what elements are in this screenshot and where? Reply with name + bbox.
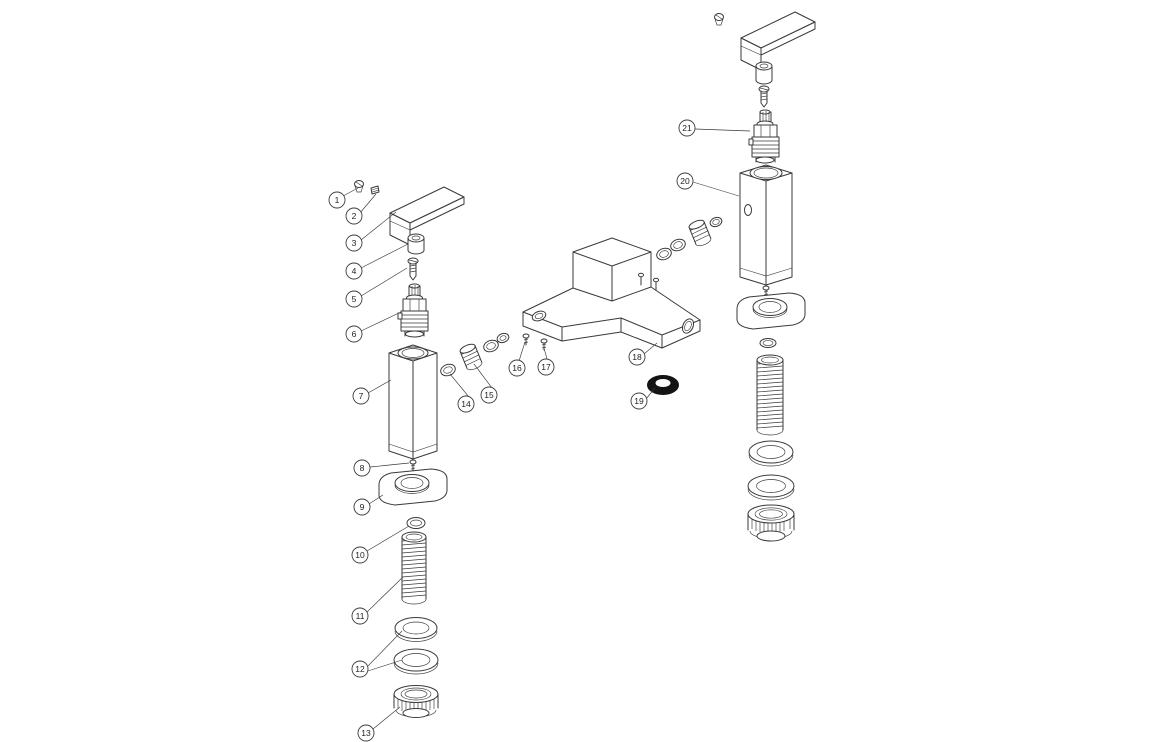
callout-3: 3 <box>345 234 363 252</box>
callout-14: 14 <box>457 395 475 413</box>
deck-pin-a <box>638 272 644 286</box>
body-side-hole <box>744 204 752 216</box>
connector-o-ring-a <box>656 247 672 261</box>
retaining-screw-left <box>522 333 530 346</box>
cartridge-screw <box>407 257 419 281</box>
callout-13: 13 <box>357 724 375 742</box>
left-assembly <box>354 180 465 718</box>
tap-body-column <box>388 344 438 460</box>
right-assembly <box>714 11 816 542</box>
retaining-screw-right <box>540 338 548 351</box>
callout-4: 4 <box>345 262 363 280</box>
threaded-stud-right <box>756 354 784 436</box>
o-ring-seal-right <box>759 338 777 348</box>
small-o-ring <box>496 332 510 344</box>
callout-11: 11 <box>351 607 369 625</box>
callout-label: 19 <box>634 396 644 406</box>
backnut-washers <box>393 617 439 675</box>
callout-label: 13 <box>361 728 371 738</box>
rubber-gasket <box>647 375 679 395</box>
threaded-stud <box>401 531 427 605</box>
deck-pin-b <box>653 277 659 291</box>
callout-12: 12 <box>351 660 369 678</box>
callout-label: 6 <box>352 329 357 339</box>
callout-10: 10 <box>351 546 369 564</box>
leader-lines <box>342 128 751 730</box>
callout-label: 5 <box>352 294 357 304</box>
callout-label: 8 <box>360 463 365 473</box>
mounting-nut <box>393 685 439 718</box>
callout-label: 7 <box>359 391 364 401</box>
callout-label: 2 <box>352 211 357 221</box>
callout-label: 16 <box>512 363 522 373</box>
callout-label: 3 <box>352 238 357 248</box>
handle-cap-right <box>755 61 773 85</box>
callout-20: 20 <box>676 172 694 190</box>
callout-label: 17 <box>541 362 551 372</box>
ceramic-cartridge-right <box>748 109 780 164</box>
callout-label: 14 <box>461 399 471 409</box>
centre-assembly <box>440 237 701 395</box>
callout-label: 18 <box>632 352 642 362</box>
spout-body <box>522 237 701 349</box>
callout-label: 21 <box>682 123 692 133</box>
handle-fixing-screw-right <box>714 13 724 26</box>
handle-cap <box>407 233 425 255</box>
inlet-o-ring <box>440 363 456 377</box>
connector-o-ring-c <box>709 216 723 228</box>
grub-screw <box>370 185 380 195</box>
callout-label: 9 <box>360 502 365 512</box>
callout-18: 18 <box>628 348 646 366</box>
callout-21: 21 <box>678 119 696 137</box>
callout-6: 6 <box>345 325 363 343</box>
callout-5: 5 <box>345 290 363 308</box>
callout-label: 20 <box>680 176 690 186</box>
backnut-washers-right <box>747 440 795 501</box>
callout-9: 9 <box>353 498 371 516</box>
cartridge-screw-right <box>758 85 770 108</box>
base-fixing-screw <box>409 459 417 472</box>
lever-handle-right <box>740 11 816 71</box>
base-plate-right <box>736 292 806 330</box>
right-connector-series <box>656 216 723 261</box>
callout-1: 1 <box>328 191 346 209</box>
threaded-connector <box>459 343 483 371</box>
callout-label: 4 <box>352 266 357 276</box>
ceramic-cartridge <box>397 283 429 338</box>
callout-label: 12 <box>355 664 365 674</box>
callout-19: 19 <box>630 392 648 410</box>
lever-handle <box>389 186 465 246</box>
threaded-connector-right <box>688 219 712 247</box>
callout-2: 2 <box>345 207 363 225</box>
mounting-nut-right <box>747 504 795 542</box>
callout-17: 17 <box>537 358 555 376</box>
callout-15: 15 <box>480 386 498 404</box>
seal-washer <box>483 339 499 353</box>
callout-label: 15 <box>484 390 494 400</box>
callout-7: 7 <box>352 387 370 405</box>
callout-8: 8 <box>353 459 371 477</box>
callout-16: 16 <box>508 359 526 377</box>
callout-label: 1 <box>335 195 340 205</box>
o-ring-seal <box>406 517 426 529</box>
base-plate <box>378 468 448 506</box>
connector-o-ring-b <box>670 238 686 252</box>
callout-label: 11 <box>356 611 365 621</box>
spout-opening <box>681 318 695 334</box>
handle-fixing-screw <box>354 180 364 193</box>
tap-body-column-right <box>739 164 793 286</box>
callout-label: 10 <box>355 550 365 560</box>
